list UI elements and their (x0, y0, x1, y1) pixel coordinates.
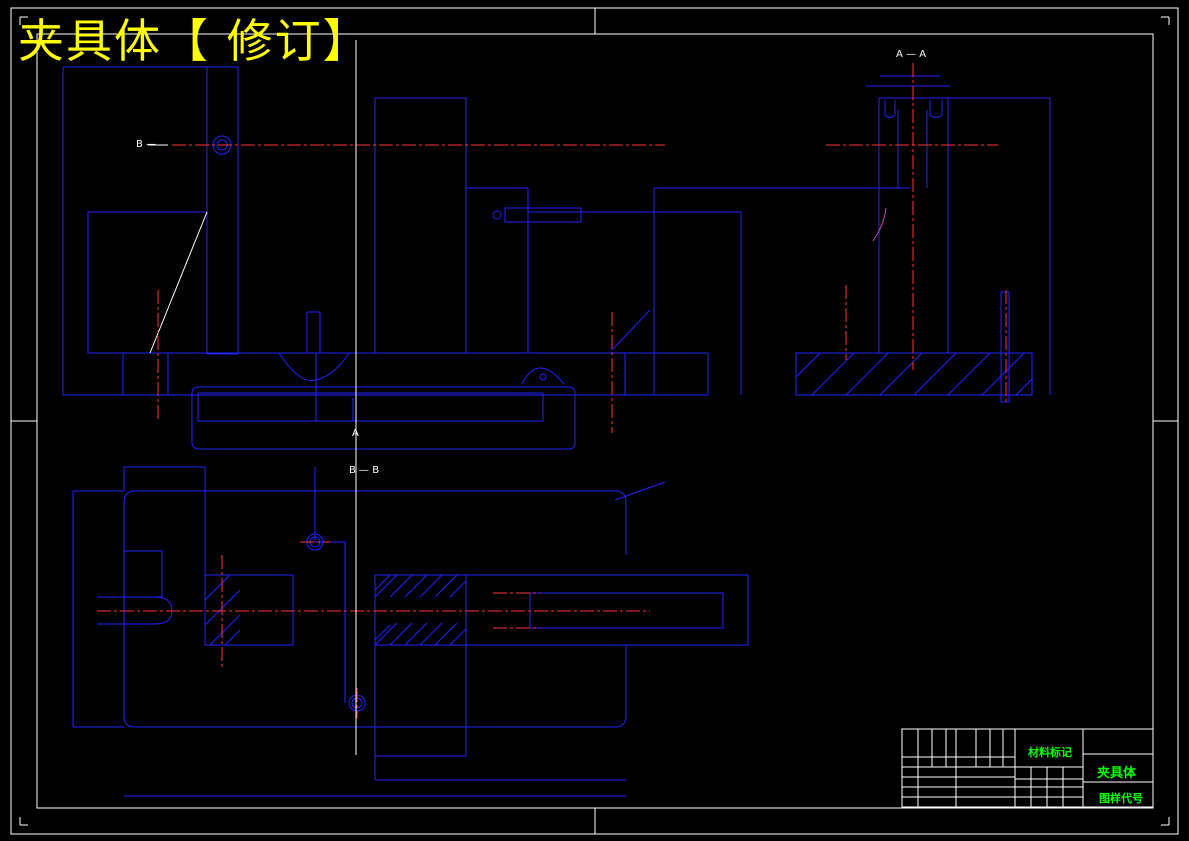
title-block-part-name: 夹具体 (1097, 766, 1137, 781)
section-cut-line (148, 40, 357, 755)
section-view-bb (72, 466, 749, 797)
section-label-b: B — (136, 139, 157, 150)
centerlines (97, 63, 1007, 718)
title-block-drawing-no: 图样代号 (1099, 792, 1143, 805)
break-line-magenta (872, 207, 887, 242)
sheet-frame (10, 7, 1179, 835)
title-block-material: 材料标记 (1028, 746, 1072, 759)
drawing-title-overlay: 夹具体【 修订】 (18, 14, 371, 68)
side-view-hatch (795, 352, 1033, 396)
front-view-hatch (149, 211, 208, 354)
section-marker-a: A (352, 428, 359, 439)
section-label-bb: B — B (349, 465, 380, 476)
front-view (62, 66, 910, 450)
title-block (901, 728, 1154, 808)
section-view-hatch (204, 574, 467, 646)
section-label-aa: A — A (896, 49, 927, 60)
side-view-aa (795, 75, 1051, 403)
